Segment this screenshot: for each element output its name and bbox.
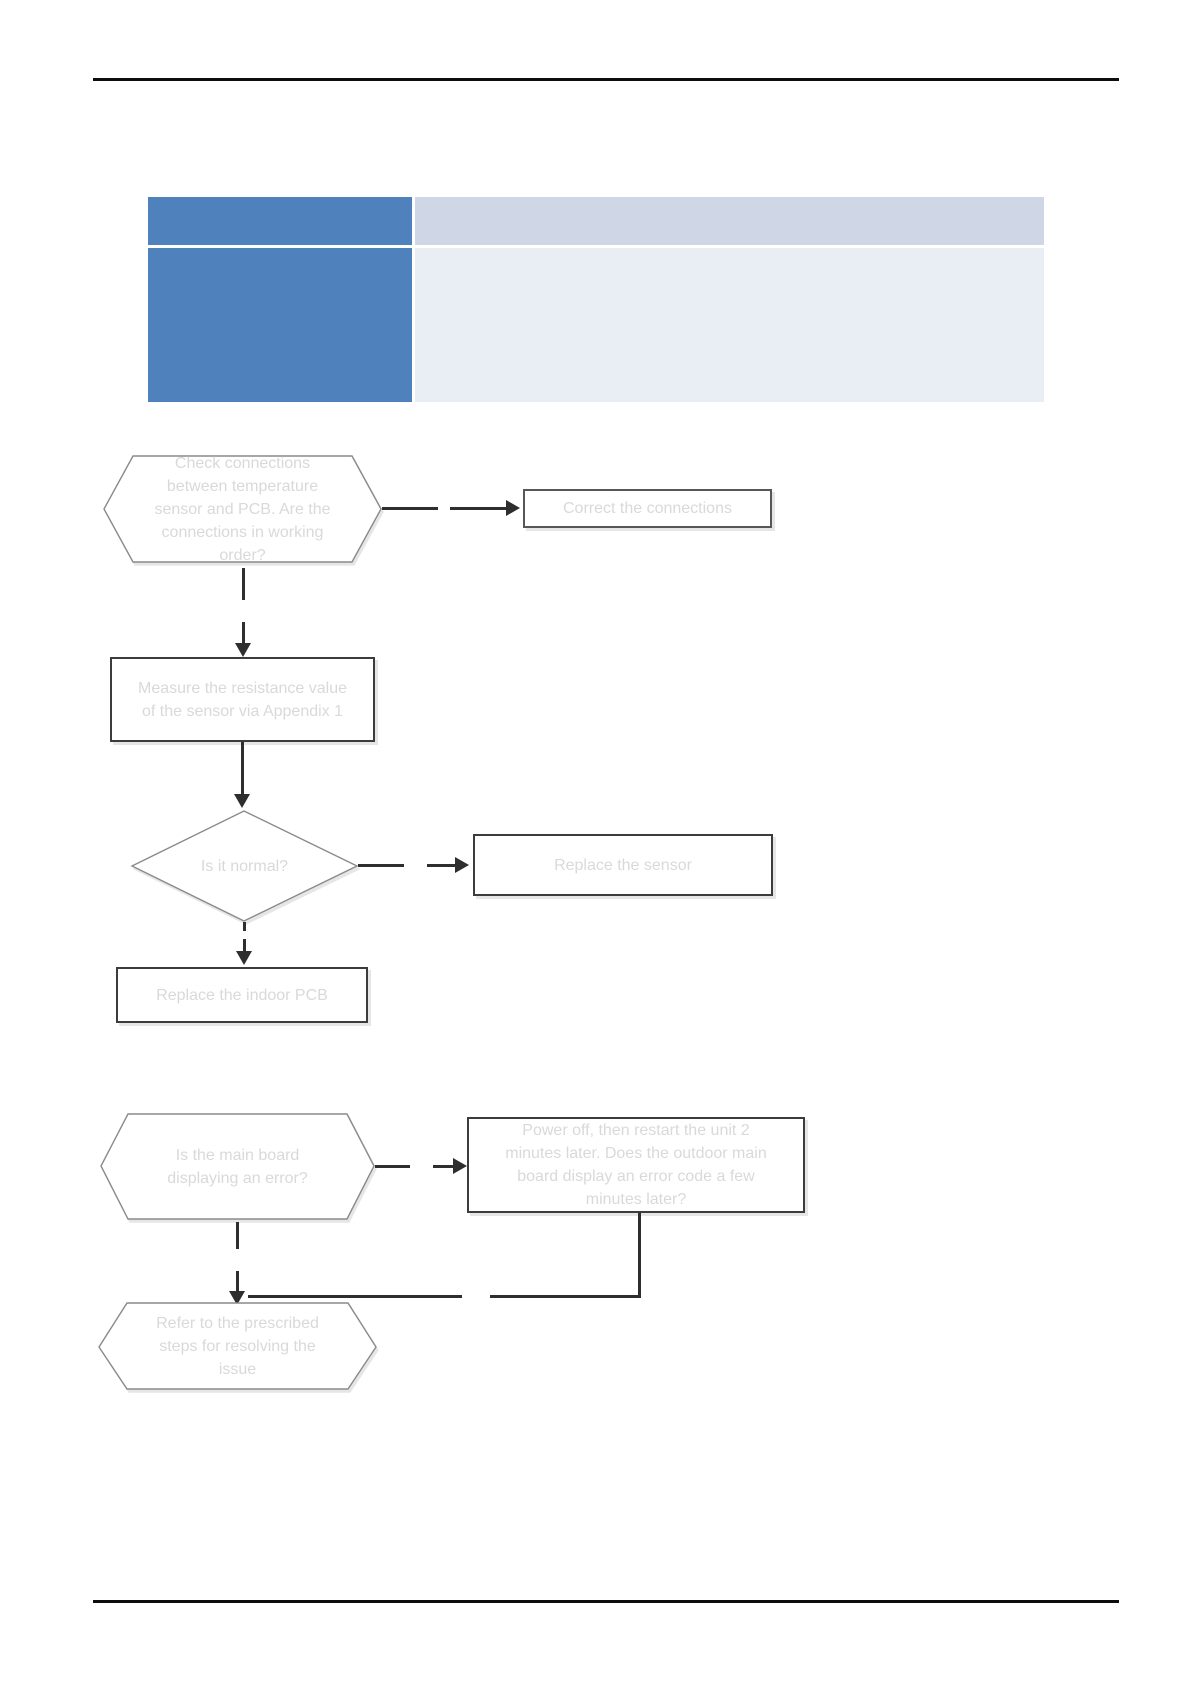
shape-label: Refer to the prescribed steps for resolv… [156, 1314, 319, 1378]
table-column-gap [412, 248, 415, 402]
flow-connector [375, 1165, 410, 1168]
power-off-restart-box: Power off, then restart the unit 2 minut… [467, 1117, 805, 1213]
flow-connector [638, 1213, 641, 1298]
flow-connector [427, 864, 455, 867]
header-rule [93, 78, 1119, 81]
table-column-gap [412, 197, 415, 245]
flow-connector [243, 939, 246, 951]
flow-connector [248, 1295, 462, 1298]
flow-connector [450, 507, 506, 510]
arrowhead-right-icon [506, 500, 520, 516]
flow-connector [236, 1222, 239, 1249]
footer-rule [93, 1600, 1119, 1603]
arrowhead-down-icon [236, 951, 252, 965]
shape-label: Correct the connections [563, 500, 732, 517]
flow-connector [382, 507, 438, 510]
flow-connector [433, 1165, 453, 1168]
table-row2-header-cell [148, 248, 412, 402]
table-row-gap [412, 245, 415, 248]
hexagon-outline-icon [100, 1113, 375, 1220]
flow-connector [490, 1295, 641, 1298]
correct-connections-box: Correct the connections [523, 489, 772, 528]
arrowhead-right-icon [453, 1158, 467, 1174]
refer-steps-hexagon: Refer to the prescribed steps for resolv… [98, 1302, 377, 1390]
measure-resistance-box: Measure the resistance value of the sens… [110, 657, 375, 742]
shape-label: Measure the resistance value of the sens… [138, 679, 347, 720]
flow-connector [243, 922, 246, 931]
flow-connector [358, 864, 404, 867]
flow-connector [236, 1271, 239, 1291]
diamond-outline-icon [131, 810, 358, 922]
arrowhead-right-icon [455, 857, 469, 873]
table-row1-content-cell [415, 197, 1044, 245]
shape-label: Replace the indoor PCB [156, 986, 328, 1004]
hexagon-outline-icon [103, 455, 382, 563]
replace-sensor-box: Replace the sensor [473, 834, 773, 896]
replace-indoor-pcb-box: Replace the indoor PCB [116, 967, 368, 1023]
arrowhead-down-icon [234, 794, 250, 808]
flow-connector [242, 622, 245, 645]
shape-label: Check connections between temperature se… [154, 454, 331, 564]
shape-label: Is the main board displaying an error? [167, 1146, 308, 1187]
error-info-table [148, 197, 1044, 402]
main-board-error-hexagon: Is the main board displaying an error? [100, 1113, 375, 1220]
shape-label: Power off, then restart the unit 2 minut… [505, 1122, 767, 1208]
flow-connector [241, 742, 244, 794]
arrowhead-down-icon [229, 1291, 245, 1305]
flow-connector [242, 568, 245, 600]
arrowhead-down-icon [235, 643, 251, 657]
table-row2-content-cell [415, 248, 1044, 402]
shape-label: Is it normal? [200, 857, 289, 875]
check-connections-hexagon: Check connections between temperature se… [103, 455, 382, 564]
table-row-gap [415, 245, 1044, 248]
shape-label: Replace the sensor [554, 856, 692, 874]
is-it-normal-diamond: Is it normal? [131, 810, 358, 922]
table-row1-header-cell [148, 197, 412, 245]
table-row-gap [148, 245, 412, 248]
hexagon-outline-icon [98, 1302, 377, 1390]
